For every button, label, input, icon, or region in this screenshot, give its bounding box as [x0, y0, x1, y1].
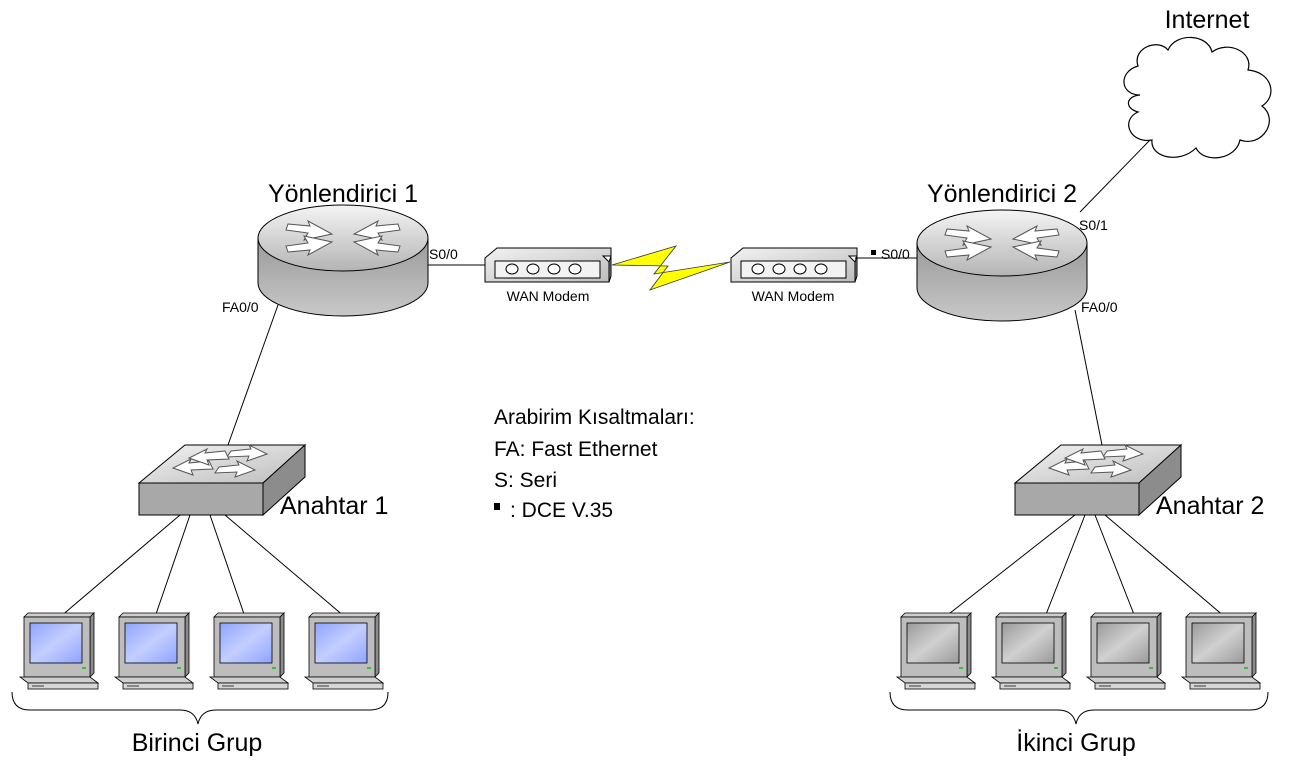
link-switch2-pc1: [944, 514, 1076, 618]
router2-fast-label: FA0/0: [1081, 299, 1118, 315]
link-router2-switch2: [1074, 309, 1103, 446]
wan-modem-1-label: WAN Modem: [507, 288, 590, 304]
pc-icon: [991, 612, 1071, 690]
internet-cloud-icon: [1123, 36, 1272, 159]
dce-square-icon: [494, 503, 500, 510]
legend-item-dce: : DCE V.35: [510, 499, 613, 522]
switch-2-label: Anahtar 2: [1156, 492, 1264, 520]
router1-fast-label: FA0/0: [222, 299, 259, 315]
group-1-label: Birinci Grup: [132, 729, 263, 757]
internet-label: Internet: [1165, 6, 1250, 34]
connection-lines: [59, 139, 1226, 618]
link-switch2-pc4: [1104, 514, 1226, 618]
legend-item-s: S: Seri: [494, 469, 557, 492]
link-switch1-pc3: [209, 514, 246, 618]
router1-serial-label: S0/0: [429, 246, 458, 262]
pc-icon: [304, 612, 384, 690]
link-router1-switch1: [227, 304, 279, 446]
serial-link-lightning-icon: [611, 245, 731, 291]
link-switch2-pc2: [1044, 514, 1086, 618]
link-switch2-pc3: [1094, 514, 1136, 618]
interface-legend: Arabirim Kısaltmaları: FA: Fast Ethernet…: [494, 406, 695, 522]
wan-modem-2-icon: [730, 247, 858, 283]
pc-icon: [1181, 612, 1261, 690]
group-2-brace: [889, 691, 1269, 725]
pc-group-1: [19, 612, 384, 690]
router-1-label: Yönlendirici 1: [268, 180, 418, 208]
link-switch1-pc1: [59, 514, 181, 618]
pc-group-2: [896, 612, 1261, 690]
router-2-label: Yönlendirici 2: [927, 180, 1077, 208]
wan-modem-2-label: WAN Modem: [752, 288, 835, 304]
group-1-brace: [11, 691, 389, 725]
pc-icon: [19, 612, 99, 690]
link-switch1-pc4: [224, 514, 346, 618]
router2-serial1-label: S0/1: [1079, 217, 1108, 233]
link-router2-internet: [1079, 139, 1151, 213]
wan-modem-1-icon: [484, 247, 612, 283]
pc-icon: [896, 612, 976, 690]
router-1-icon: [257, 204, 429, 317]
link-switch1-pc2: [154, 514, 191, 618]
switch-1-label: Anahtar 1: [280, 492, 388, 520]
pc-icon: [114, 612, 194, 690]
pc-icon: [1086, 612, 1166, 690]
group-2-label: İkinci Grup: [1016, 728, 1135, 757]
router2-serial-label: S0/0: [881, 246, 910, 262]
router-2-icon: [916, 209, 1088, 322]
pc-icon: [209, 612, 289, 690]
dce-marker-icon: [871, 250, 876, 255]
legend-title: Arabirim Kısaltmaları:: [494, 406, 695, 429]
legend-item-fa: FA: Fast Ethernet: [494, 438, 658, 461]
